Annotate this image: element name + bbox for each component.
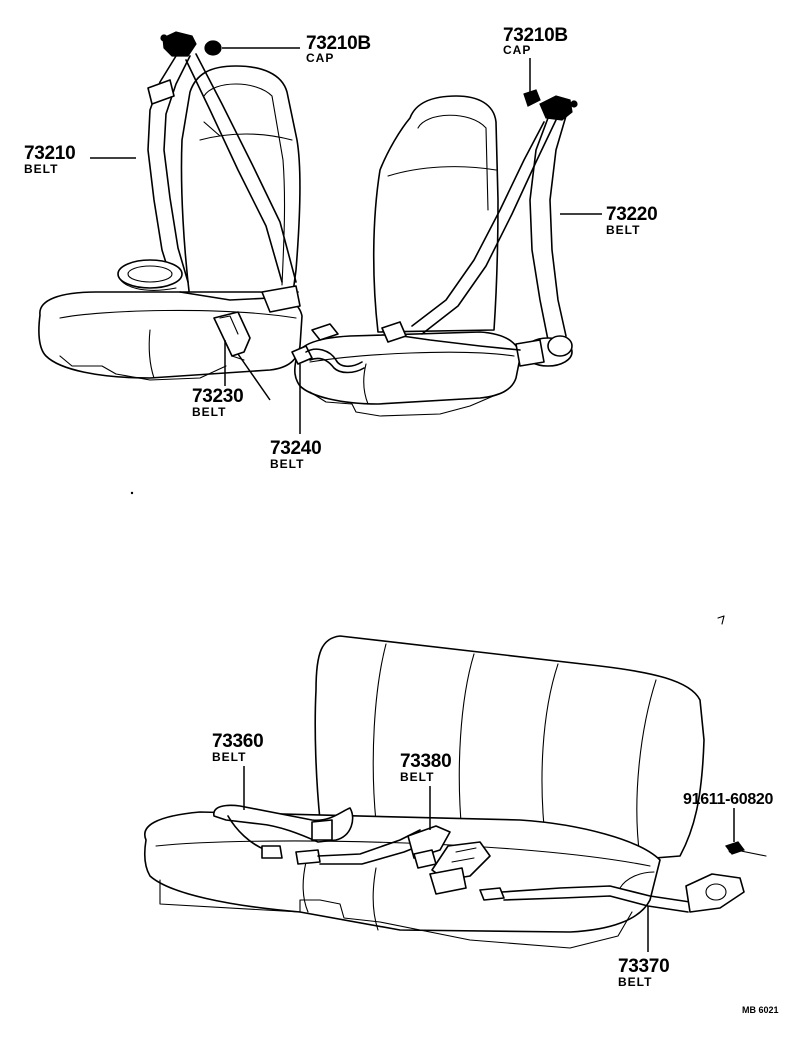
speck-mark <box>717 615 725 625</box>
callout-73210: 73210 BELT <box>24 143 76 176</box>
cap-left <box>204 40 222 56</box>
drawing-code: MB 6021 <box>742 1005 779 1015</box>
callout-name: BELT <box>192 405 226 419</box>
callout-number: 73380 <box>400 751 451 772</box>
callout-73380: 73380 BELT <box>400 751 452 784</box>
callout-number: 73240 <box>270 438 321 459</box>
front-right-seat <box>294 95 521 417</box>
callout-number: 73370 <box>618 956 669 977</box>
callout-name: BELT <box>618 975 652 989</box>
callout-number: 73360 <box>212 731 263 752</box>
callout-name: CAP <box>503 43 531 57</box>
speck-mark <box>130 491 134 495</box>
callout-name: CAP <box>306 51 334 65</box>
front-center-buckle <box>291 323 365 374</box>
leader-lines <box>90 47 735 952</box>
callout-73230: 73230 BELT <box>192 386 244 419</box>
callout-name: BELT <box>606 223 640 237</box>
callout-number: 73230 <box>192 386 243 407</box>
cap-right <box>523 89 541 107</box>
callout-number: 73220 <box>606 204 657 225</box>
callout-73370: 73370 BELT <box>618 956 670 989</box>
callout-number: 73210B <box>503 25 568 46</box>
front-left-belt <box>117 31 301 313</box>
callout-73210B-right: 73210B CAP <box>503 25 568 57</box>
callout-number: 73210 <box>24 143 75 164</box>
callout-name: BELT <box>24 162 58 176</box>
front-left-seat <box>38 65 303 381</box>
callout-73240: 73240 BELT <box>270 438 322 471</box>
callout-number: 91611-60820 <box>683 791 774 808</box>
callout-91611-60820: 91611-60820 <box>683 791 774 808</box>
rear-belts <box>213 804 767 913</box>
callout-name: BELT <box>212 750 246 764</box>
callout-name: BELT <box>270 457 304 471</box>
callout-name: BELT <box>400 770 434 784</box>
callout-73210B-left: 73210B CAP <box>306 33 371 65</box>
callout-73220: 73220 BELT <box>606 204 658 237</box>
front-right-belt <box>381 95 578 367</box>
callout-73360: 73360 BELT <box>212 731 264 764</box>
callout-number: 73210B <box>306 33 371 54</box>
rear-bench-seat <box>144 635 705 949</box>
